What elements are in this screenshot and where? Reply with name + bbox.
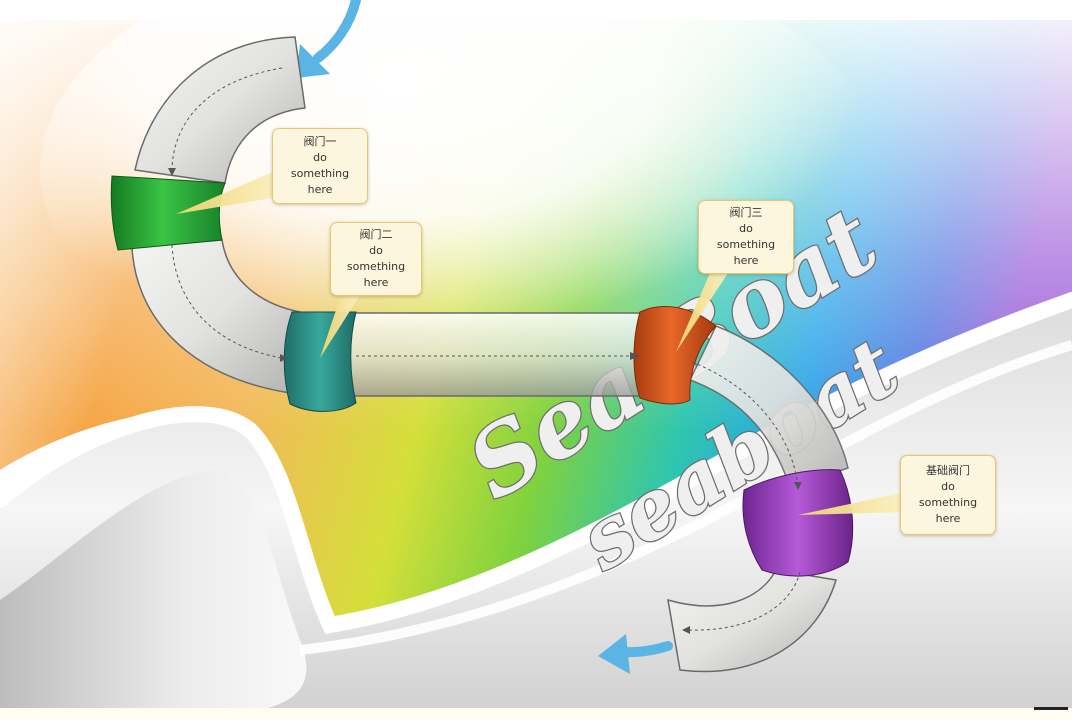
valve-1 bbox=[110, 175, 226, 251]
callout-valve-2: 阀门二 do something here bbox=[330, 222, 422, 296]
callout-line: something bbox=[918, 496, 978, 509]
callout-line: do bbox=[941, 480, 955, 493]
pipe-lower-left bbox=[131, 239, 301, 394]
callout-title: 阀门二 bbox=[359, 228, 393, 241]
callout-line: do bbox=[739, 222, 753, 235]
callout-line: here bbox=[363, 276, 389, 289]
outlet-arrow-head bbox=[598, 634, 630, 674]
callout-title: 阀门三 bbox=[729, 206, 763, 219]
callout-line: here bbox=[307, 183, 333, 196]
valve-2 bbox=[283, 311, 357, 412]
inlet-arrow bbox=[313, 0, 361, 63]
wave-highlight bbox=[0, 292, 1072, 634]
valve-3 bbox=[633, 306, 717, 405]
flow-path bbox=[171, 67, 801, 631]
pipe-right-curve bbox=[688, 325, 849, 489]
callout-pointer-1 bbox=[176, 168, 284, 214]
callout-line: do bbox=[313, 151, 327, 164]
callout-valve-1: 阀门一 do something here bbox=[272, 128, 368, 204]
callout-line: something bbox=[716, 238, 776, 251]
callout-line: something bbox=[346, 260, 406, 273]
callout-pointer-3 bbox=[676, 268, 730, 352]
callout-line: something bbox=[290, 167, 350, 180]
callout-line: here bbox=[935, 512, 961, 525]
pipe-straight bbox=[329, 312, 651, 397]
callout-line: do bbox=[369, 244, 383, 257]
callout-line: here bbox=[733, 254, 759, 267]
callout-valve-3: 阀门三 do something here bbox=[698, 200, 794, 274]
pipe-top-left bbox=[134, 36, 306, 184]
callout-title: 基础阀门 bbox=[926, 464, 970, 477]
callout-valve-base: 基础阀门 do something here bbox=[900, 455, 996, 535]
inlet-arrow-head bbox=[296, 44, 330, 78]
callout-pointer-2 bbox=[320, 292, 362, 358]
footer-mark bbox=[1034, 707, 1068, 710]
callout-title: 阀门一 bbox=[303, 135, 337, 148]
callout-pointer-base bbox=[798, 492, 906, 515]
valve-base bbox=[742, 469, 854, 577]
pipe-bottom-curve bbox=[667, 569, 837, 673]
